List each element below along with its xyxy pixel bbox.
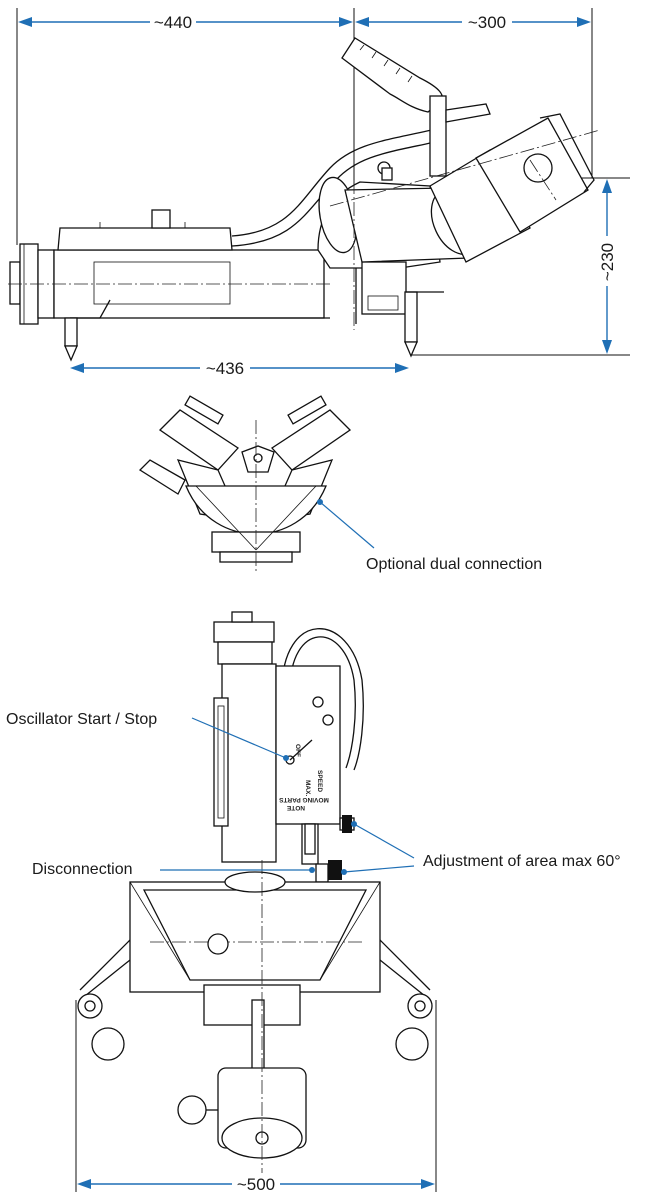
dimension-440: ~440 bbox=[18, 11, 353, 33]
dual-connection-callout: Optional dual connection bbox=[317, 499, 542, 573]
dimension-300: ~300 bbox=[355, 11, 591, 33]
inlet-coupling bbox=[9, 243, 55, 325]
base-frame bbox=[129, 871, 381, 1026]
plate-max: MAX. bbox=[304, 780, 311, 796]
plate-note: NOTE bbox=[286, 804, 305, 811]
dimension-500: ~500 bbox=[77, 1173, 435, 1194]
hose bbox=[231, 127, 441, 237]
handle bbox=[341, 37, 491, 177]
plate-moving-parts: MOVING PARTS bbox=[278, 796, 328, 803]
dimension-label-230: ~230 bbox=[598, 243, 617, 281]
disconnection-label: Disconnection bbox=[32, 861, 133, 878]
dual-connection-view bbox=[138, 395, 352, 572]
dimension-label-440: ~440 bbox=[154, 13, 192, 32]
main-tube bbox=[53, 209, 330, 319]
side-view: ~440 ~300 ~230 ~436 bbox=[8, 8, 630, 379]
disconnection-callout: Disconnection bbox=[32, 861, 315, 878]
adjustment-callout: Adjustment of area max 60° bbox=[341, 821, 621, 875]
plate-speed: SPEED bbox=[316, 770, 323, 792]
control-hose bbox=[281, 628, 364, 771]
dimension-label-436: ~436 bbox=[206, 359, 244, 378]
plan-nozzle bbox=[177, 860, 307, 1180]
adjustment-label: Adjustment of area max 60° bbox=[423, 853, 621, 870]
dual-connection-label: Optional dual connection bbox=[366, 556, 542, 573]
nozzle-barrel bbox=[344, 113, 595, 263]
plan-view: OFF SPEED MAX. NOTE MOVING PARTS bbox=[75, 611, 437, 1194]
dimension-label-500: ~500 bbox=[237, 1175, 275, 1194]
control-box: OFF SPEED MAX. NOTE MOVING PARTS bbox=[275, 665, 355, 833]
oscillator-callout: Oscillator Start / Stop bbox=[6, 711, 289, 761]
base-legs bbox=[77, 939, 433, 1061]
plate-off: OFF bbox=[294, 744, 301, 757]
side-legs bbox=[64, 291, 444, 362]
dimension-label-300: ~300 bbox=[468, 13, 506, 32]
dimension-230: ~230 bbox=[596, 179, 618, 354]
oscillator-label: Oscillator Start / Stop bbox=[6, 711, 157, 728]
dimension-436: ~436 bbox=[70, 357, 409, 379]
